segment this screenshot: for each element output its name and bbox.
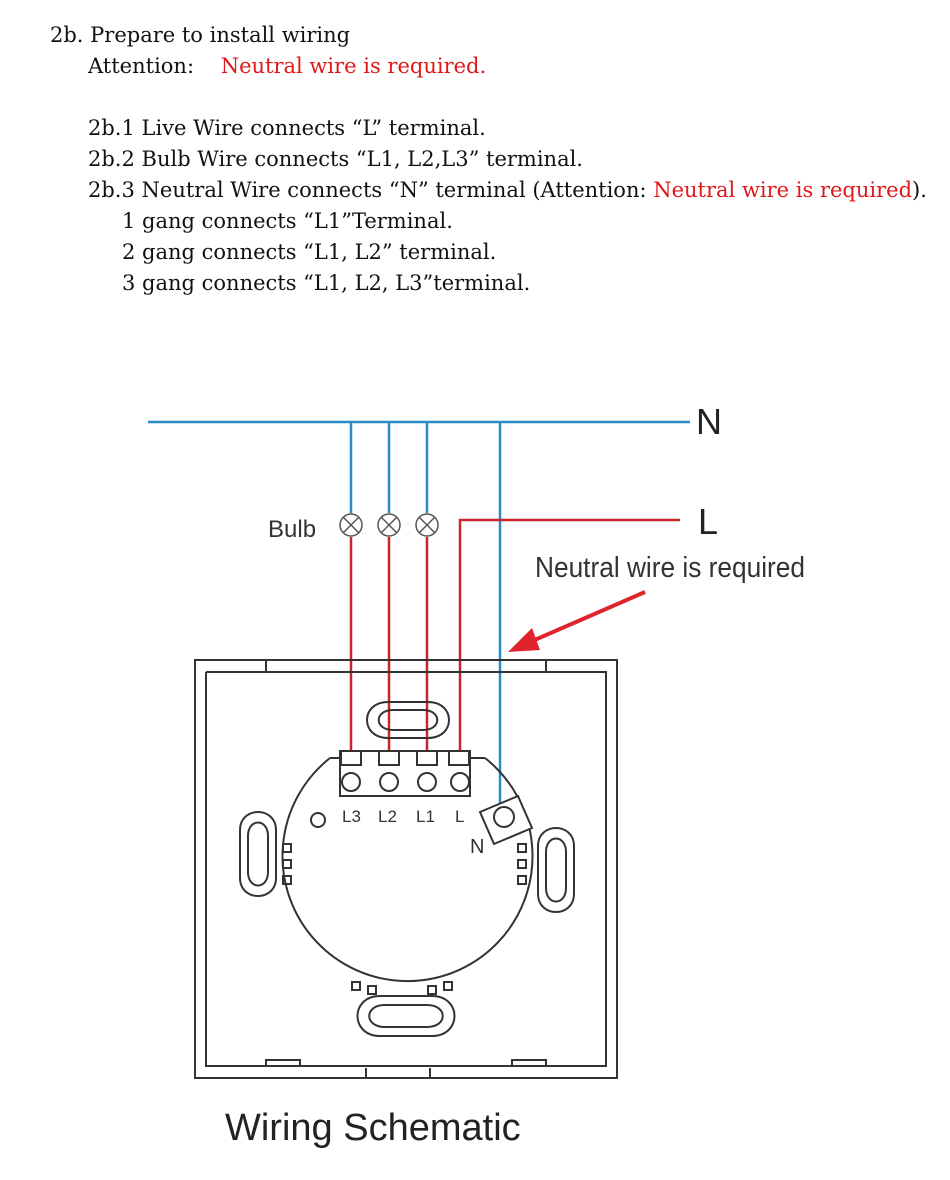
terminal-label-l1: L1 [416, 807, 435, 826]
terminal-label-n: N [470, 836, 484, 858]
callout-arrow-icon [508, 590, 646, 652]
diagram-caption: Wiring Schematic [225, 1107, 521, 1149]
terminal-n [478, 794, 534, 846]
terminal-label-l2: L2 [378, 807, 397, 826]
terminal-block [339, 750, 471, 797]
neutral-callout: Neutral wire is required [535, 552, 805, 584]
terminal-l1-screw-icon [417, 772, 437, 792]
attention-label: Attention: [88, 54, 195, 78]
step-neutral-suffix: ). [912, 178, 927, 202]
bulb-label: Bulb [268, 516, 316, 543]
gang-2-note: 2 gang connects “L1, L2” terminal. [122, 240, 497, 264]
step-neutral-wire: 2b.3 Neutral Wire connects “N” terminal … [88, 177, 927, 203]
terminal-label-l3: L3 [342, 807, 361, 826]
step-bulb-wire: 2b.2 Bulb Wire connects “L1, L2,L3” term… [88, 147, 583, 171]
attention-text: Neutral wire is required. [220, 54, 487, 78]
step-neutral-attention: Neutral wire is required [653, 178, 913, 202]
neutral-label: N [696, 401, 722, 442]
attention-line: Attention: Neutral wire is required. [88, 53, 486, 79]
step-live-wire: 2b.1 Live Wire connects “L” terminal. [88, 116, 486, 140]
top-mount-slot [366, 701, 450, 739]
terminal-n-screw-icon [493, 806, 515, 828]
gang-1-note: 1 gang connects “L1”Terminal. [122, 209, 453, 233]
terminal-l2-screw-icon [379, 772, 399, 792]
section-heading: 2b. Prepare to install wiring [50, 23, 351, 47]
switch-plate [194, 659, 618, 1079]
terminal-l-screw-icon [450, 772, 470, 792]
right-mount-slot [537, 827, 575, 913]
terminal-l3-screw-icon [341, 772, 361, 792]
live-wire [458, 518, 680, 760]
left-mount-slot [239, 811, 277, 897]
bulb-icon-l1 [415, 513, 439, 537]
bottom-mount-slot [356, 995, 456, 1037]
bulb-icon-l2 [377, 513, 401, 537]
terminal-label-l: L [455, 807, 464, 826]
step-neutral-prefix: 2b.3 Neutral Wire connects “N” terminal … [88, 178, 654, 202]
gang-3-note: 3 gang connects “L1, L2, L3”terminal. [122, 271, 531, 295]
live-label: L [698, 501, 718, 542]
bulb-icon-l3 [339, 513, 363, 537]
